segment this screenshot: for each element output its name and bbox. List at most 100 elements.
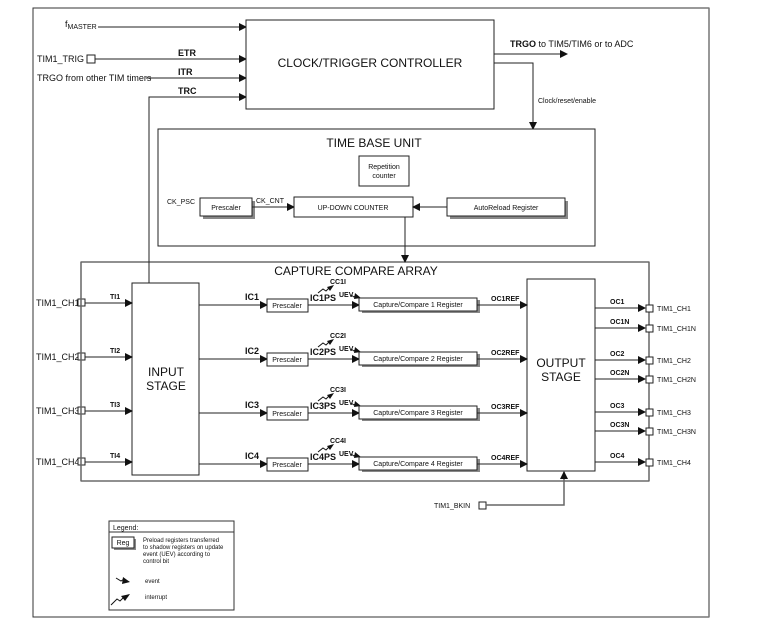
oc-label: OC3	[610, 403, 625, 410]
interrupt-icon	[317, 285, 334, 294]
output-pin-label: TIM1_CH3N	[657, 429, 696, 436]
legend	[108, 520, 235, 611]
repetition-counter	[358, 155, 410, 187]
oc-label: OC1	[610, 299, 625, 306]
clock-reset-enable-line	[494, 62, 537, 130]
output-pin	[645, 458, 654, 467]
input-pin-label: TIM1_CH4	[36, 457, 80, 467]
ti-label: TI4	[110, 453, 120, 460]
clock-reset-enable-label: Clock/reset/enable	[538, 98, 596, 105]
up-down-counter-label: UP-DOWN COUNTER	[318, 205, 389, 212]
interrupt-icon	[317, 393, 334, 402]
output-stage-line2: STAGE	[541, 370, 581, 384]
autoreload-label: AutoReload Register	[474, 205, 539, 212]
cci-label: CC1I	[330, 279, 346, 286]
ocref-label: OC3REF	[491, 404, 520, 411]
itr-label: ITR	[178, 67, 193, 77]
trc-line	[148, 93, 247, 283]
legend-event-label: event	[145, 579, 160, 585]
output-pin-label: TIM1_CH2N	[657, 377, 696, 384]
uev-label: UEV	[339, 346, 354, 353]
cci-label: CC3I	[330, 387, 346, 394]
cca-title: CAPTURE COMPARE ARRAY	[274, 264, 438, 278]
cci-label: CC4I	[330, 438, 346, 445]
legend-desc-3: event (UEV) according to	[143, 552, 211, 558]
input-stage-line2: STAGE	[146, 379, 186, 393]
clock-trigger-controller	[245, 19, 495, 110]
legend-interrupt-label: interrupt	[145, 595, 167, 601]
output-pin	[645, 304, 654, 313]
clock-trigger-title: CLOCK/TRIGGER CONTROLLER	[278, 56, 463, 70]
legend-desc-2: to shadow registers on update	[143, 545, 224, 551]
event-icon	[115, 577, 130, 584]
icps-label: IC1PS	[310, 293, 336, 303]
ic-label: IC1	[245, 292, 259, 302]
output-stage	[526, 278, 596, 472]
output-pin	[645, 375, 654, 384]
oc-label: OC2	[610, 351, 625, 358]
oc-label: OC2N	[610, 370, 629, 377]
tim1-trig-pin	[86, 54, 96, 64]
output-pin-label: TIM1_CH1N	[657, 326, 696, 333]
icps-label: IC2PS	[310, 347, 336, 357]
bkin-pin	[478, 501, 487, 510]
oc-label: OC1N	[610, 319, 629, 326]
icps-label: IC4PS	[310, 452, 336, 462]
tim1-trig-label: TIM1_TRIG	[37, 54, 84, 64]
output-pin	[645, 324, 654, 333]
tbu-prescaler-label: Prescaler	[211, 205, 241, 212]
oc-label: OC4	[610, 453, 625, 460]
icps-label: IC3PS	[310, 401, 336, 411]
output-pin-label: TIM1_CH4	[657, 460, 691, 467]
uev-label: UEV	[339, 451, 354, 458]
time-base-title: TIME BASE UNIT	[326, 136, 422, 150]
output-row-oc1n: OC1N TIM1_CH1N	[595, 319, 696, 333]
cci-label: CC2I	[330, 333, 346, 340]
ocref-label: OC4REF	[491, 455, 520, 462]
ic-label: IC2	[245, 346, 259, 356]
uev-label: UEV	[339, 400, 354, 407]
etr-label: ETR	[178, 48, 197, 58]
output-row-oc3n: OC3N TIM1_CH3N	[595, 422, 696, 436]
repetition-counter-line2: counter	[372, 173, 396, 180]
input-pin-label: TIM1_CH1	[36, 298, 80, 308]
output-pin-label: TIM1_CH1	[657, 306, 691, 313]
interrupt-icon	[317, 339, 334, 348]
ti-label: TI2	[110, 348, 120, 355]
output-pin-label: TIM1_CH2	[657, 358, 691, 365]
legend-desc-4: control bit	[143, 559, 169, 565]
ck-cnt-label: CK_CNT	[256, 198, 285, 205]
cca-prescaler-label: Prescaler	[272, 411, 302, 418]
repetition-counter-line1: Repetition	[368, 164, 400, 171]
trgo-other-label: TRGO from other TIM timers	[37, 73, 152, 83]
ocref-label: OC1REF	[491, 296, 520, 303]
bkin-label: TIM1_BKIN	[434, 503, 470, 510]
input-pin-label: TIM1_CH2	[36, 352, 80, 362]
cca-prescaler-label: Prescaler	[272, 303, 302, 310]
register-label: Capture/Compare 2 Register	[373, 356, 463, 363]
legend-desc-1: Preload registers transferred	[143, 538, 219, 544]
output-pin	[645, 427, 654, 436]
register-label: Capture/Compare 1 Register	[373, 302, 463, 309]
input-stage-line1: INPUT	[148, 365, 185, 379]
input-stage	[131, 282, 200, 476]
ocref-label: OC2REF	[491, 350, 520, 357]
legend-title: Legend:	[113, 525, 138, 532]
ti-label: TI3	[110, 402, 120, 409]
register-label: Capture/Compare 4 Register	[373, 461, 463, 468]
output-pin-label: TIM1_CH3	[657, 410, 691, 417]
time-base-unit	[157, 128, 596, 247]
oc-label: OC3N	[610, 422, 629, 429]
interrupt-icon	[317, 444, 334, 453]
cca-prescaler-label: Prescaler	[272, 462, 302, 469]
interrupt-icon	[110, 594, 130, 606]
trc-label: TRC	[178, 86, 197, 96]
